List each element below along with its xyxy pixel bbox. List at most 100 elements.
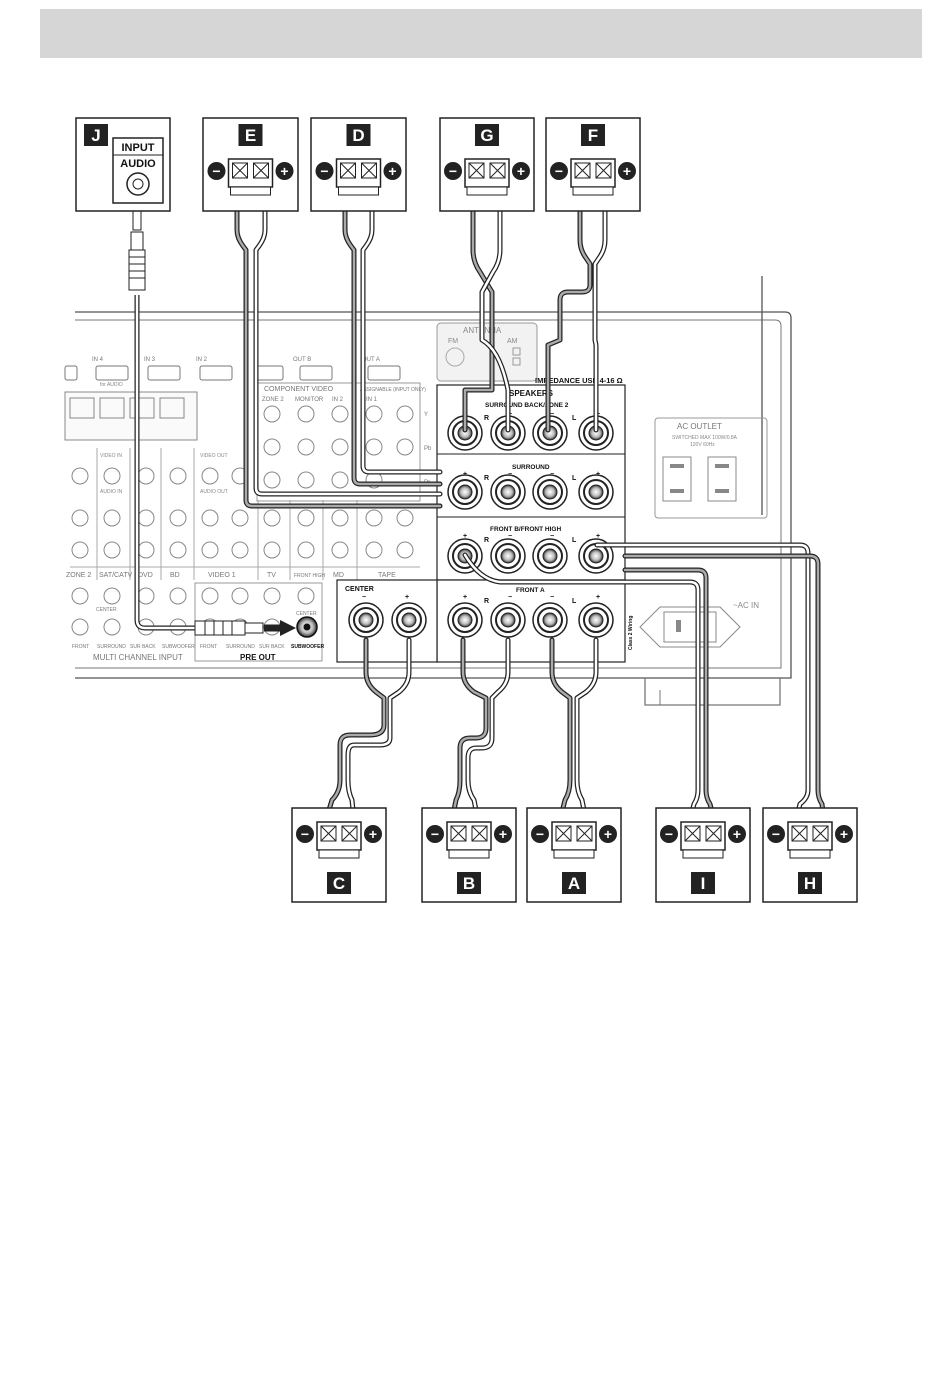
binding-post [532, 602, 568, 638]
plus-icon: + [383, 162, 402, 180]
svg-text:+: + [840, 826, 848, 842]
group-zone2: ZONE 2 [66, 572, 91, 579]
group-satcatv: SAT/CATV [99, 572, 133, 579]
subwoofer-audio-label: AUDIO [120, 158, 156, 170]
svg-text:+: + [623, 163, 631, 179]
sb-l: L [572, 415, 577, 422]
speaker-letter-badge: E [238, 124, 263, 146]
binding-post [447, 602, 483, 638]
class2-wiring-label: Class 2 Wiring [628, 616, 634, 650]
plus-icon: + [618, 162, 636, 180]
fa-plus-l: + [596, 594, 600, 601]
comp-col-monitor: MONITOR [295, 397, 324, 403]
svg-text:+: + [604, 826, 612, 842]
speaker-e: E − + [202, 117, 299, 212]
plus-icon: + [728, 825, 746, 843]
fb-r: R [484, 537, 489, 544]
fb-plus-r: + [463, 533, 467, 540]
antenna-section: ANTENNA FM AM [436, 322, 538, 382]
plus-icon: + [835, 825, 853, 843]
plus-icon: + [599, 825, 617, 843]
speaker-letter-badge: A [562, 872, 586, 894]
antenna-am-label: AM [507, 338, 518, 345]
speaker-terminal [551, 821, 597, 859]
group-tv: TV [267, 572, 276, 579]
speaker-terminal [787, 821, 833, 859]
mci-surback-label: SUR BACK [130, 644, 156, 650]
svg-text:+: + [369, 826, 377, 842]
video-in-label: VIDEO IN [100, 453, 122, 459]
speaker-letter-badge: C [327, 872, 351, 894]
input-group-labels: ZONE 2 SAT/CATV DVD BD VIDEO 1 TV FRONT … [66, 572, 396, 579]
group-video1: VIDEO 1 [208, 572, 236, 579]
multi-channel-preout: CENTER CENTER FRONT SURROUND SUR BACK SU… [71, 582, 324, 662]
speaker-terminal [316, 821, 362, 859]
speaker-letter: E [245, 126, 256, 145]
receiver-rear-panel: ANTENNA FM AM IN 4 IN 3 IN 2 OUT B OUT A… [64, 276, 792, 706]
minus-icon: − [550, 162, 568, 180]
plus-icon: + [512, 162, 530, 180]
mci-subwoofer-label: SUBWOOFER [162, 644, 195, 650]
speaker-letter-badge: B [457, 872, 481, 894]
speaker-a: A − + [526, 807, 622, 903]
antenna-fm-label: FM [448, 338, 458, 345]
minus-icon: − [444, 162, 462, 180]
impedance-label: IMPEDANCE USE 4-16 Ω [535, 376, 623, 385]
speaker-terminal [446, 821, 492, 859]
ac-in-section: ~AC IN [639, 601, 759, 648]
minus-icon: − [531, 825, 549, 843]
binding-post [578, 474, 614, 510]
fb-minus-r: − [508, 533, 512, 540]
svg-text:−: − [536, 826, 544, 842]
s-r: R [484, 475, 489, 482]
svg-text:+: + [733, 826, 741, 842]
fb-plus-l: + [596, 533, 600, 540]
surround-back-label: SURROUND BACK/ZONE 2 [485, 402, 569, 409]
minus-icon: − [315, 162, 334, 180]
svg-text:−: − [320, 163, 328, 179]
svg-text:−: − [772, 826, 780, 842]
speaker-letter-badge: G [475, 124, 499, 146]
subwoofer-input-jack [126, 172, 150, 196]
ac-outlet-title: AC OUTLET [677, 422, 722, 431]
hdmi-section: IN 4 IN 3 IN 2 OUT B OUT A for AUDIO [64, 357, 401, 388]
component-video-section: COMPONENT VIDEO ASSIGNABLE (INPUT ONLY) … [256, 382, 432, 502]
speaker-letter: G [480, 126, 493, 145]
speaker-c: C − + [291, 807, 387, 903]
speaker-letter: B [463, 874, 475, 893]
preout-surround-label: SURROUND [226, 644, 255, 650]
svg-text:−: − [212, 163, 220, 179]
audio-in-label: AUDIO IN [100, 489, 123, 495]
svg-text:+: + [517, 163, 525, 179]
header-bar [40, 9, 922, 58]
comp-col-zone2: ZONE 2 [262, 397, 284, 403]
comp-row-pb: Pb [424, 446, 432, 452]
ac-in-label: ~AC IN [733, 601, 759, 610]
assignable-label: ASSIGNABLE (INPUT ONLY) [360, 387, 426, 393]
plus-icon: + [275, 162, 294, 180]
sb-minus-l: − [550, 411, 554, 418]
component-video-title: COMPONENT VIDEO [264, 386, 334, 393]
svg-text:−: − [431, 826, 439, 842]
ac-outlet-spec1: SWITCHED MAX 100W/0.8A [672, 435, 738, 441]
ac-outlet-spec2: 120V 60Hz [690, 442, 715, 448]
minus-icon: − [296, 825, 314, 843]
group-tape: TAPE [378, 572, 396, 579]
mci-surround-label: SURROUND [97, 644, 126, 650]
binding-post [391, 602, 427, 638]
video-out-label: VIDEO OUT [200, 453, 228, 459]
subwoofer-cable [128, 196, 296, 636]
aux-ports-section [64, 391, 198, 441]
s-l: L [572, 475, 577, 482]
svg-text:−: − [665, 826, 673, 842]
av-input-grid: VIDEO IN AUDIO IN VIDEO OUT AUDIO OUT [70, 448, 420, 580]
preout-front-label: FRONT [200, 644, 217, 650]
comp-col-in2: IN 2 [332, 397, 344, 403]
binding-post [348, 602, 384, 638]
speaker-letter: H [804, 874, 816, 893]
ac-outlet-section: AC OUTLET SWITCHED MAX 100W/0.8A 120V 60… [654, 417, 768, 519]
fb-minus-l: − [550, 533, 554, 540]
group-front-high: FRONT HIGH [294, 573, 325, 579]
